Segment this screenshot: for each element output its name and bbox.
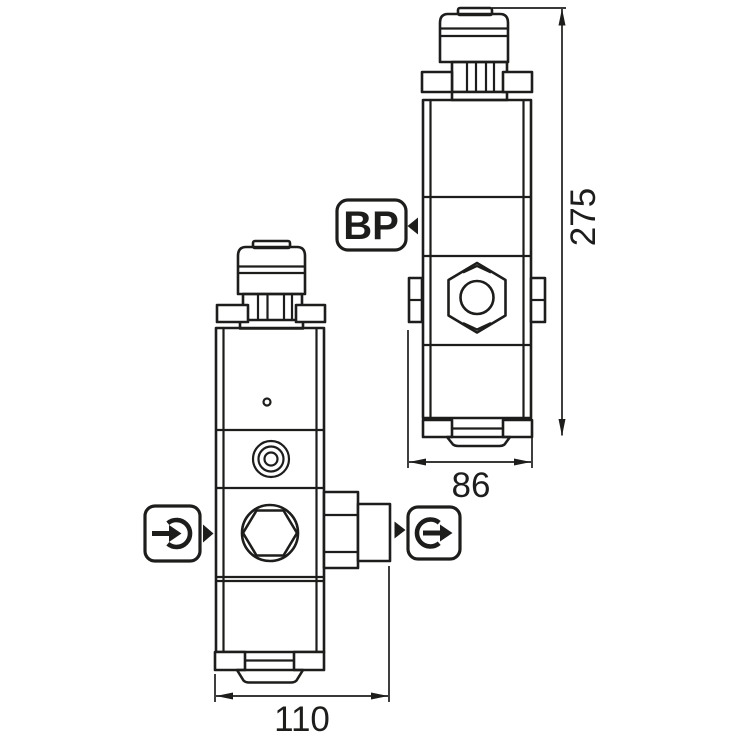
bottom-cap-plug — [235, 668, 305, 684]
hex-nut — [447, 261, 507, 334]
dimension-value: 275 — [564, 188, 603, 246]
outlet-fitting-hex — [322, 490, 360, 570]
front-view-valve — [213, 239, 392, 684]
connector-cap — [438, 12, 510, 64]
mounting-ear-right — [294, 303, 327, 324]
mounting-ear-left — [215, 303, 250, 324]
gauge-port-ring-outer — [251, 439, 291, 479]
bp-label-text: BP — [343, 204, 399, 248]
hex-nut-chamfer — [462, 322, 492, 331]
dimension-front-width: 110 — [214, 566, 390, 739]
dimension-value: 86 — [452, 466, 491, 505]
triangle-left-icon — [407, 217, 418, 235]
dimension-arrow-left — [216, 692, 233, 700]
bottom-cap-block-left — [213, 650, 247, 672]
outlet-circle — [414, 517, 441, 549]
mounting-ear-right — [501, 70, 534, 94]
outlet-symbol-box — [406, 505, 462, 561]
hex-socket-plug — [241, 509, 299, 557]
hex-nut-chamfer — [462, 264, 492, 274]
mounting-ear-left — [420, 70, 454, 94]
inlet-port-boss — [240, 503, 300, 563]
triangle-right-icon — [394, 521, 406, 539]
triangle-right-icon — [203, 524, 214, 543]
gauge-port-ring-inner — [263, 451, 279, 467]
inlet-arrow-head — [169, 525, 182, 542]
gauge-port-ring-middle — [257, 445, 285, 473]
inlet-port-symbol — [143, 504, 214, 563]
pilot-hole — [262, 397, 272, 407]
valve-body — [214, 326, 326, 654]
bottom-cap-block-right — [292, 650, 326, 672]
connector-cap — [236, 245, 307, 296]
arrow-into-circle-icon — [152, 517, 193, 550]
dimension-arrow-right — [371, 692, 388, 700]
dimension-arrow-up — [558, 8, 566, 26]
dimension-side-height: 275 — [492, 7, 603, 436]
valve-body — [421, 98, 533, 420]
dimension-arrow-left — [409, 458, 426, 466]
bp-label-box — [335, 198, 408, 252]
solenoid-neck — [450, 60, 509, 94]
bottom-cap-block-right — [501, 418, 534, 439]
inlet-circle — [166, 517, 193, 550]
dimension-arrow-down — [558, 419, 566, 436]
outlet-port-symbol — [394, 505, 462, 561]
bp-port-label: BP — [335, 198, 418, 252]
arrow-out-of-circle-icon — [414, 517, 453, 549]
hex-nut-bore — [459, 279, 495, 316]
dimension-side-width: 86 — [407, 330, 533, 505]
outlet-arrow-head — [440, 524, 453, 542]
solenoid-neck — [241, 292, 304, 323]
dimension-value: 110 — [274, 700, 330, 739]
inlet-symbol-box — [143, 504, 202, 563]
bottom-cap-plug — [445, 435, 512, 448]
bottom-cap-block-left — [421, 418, 454, 439]
dimension-arrow-right — [514, 458, 531, 466]
outlet-fitting-end — [356, 502, 392, 563]
side-view-valve — [407, 6, 547, 448]
